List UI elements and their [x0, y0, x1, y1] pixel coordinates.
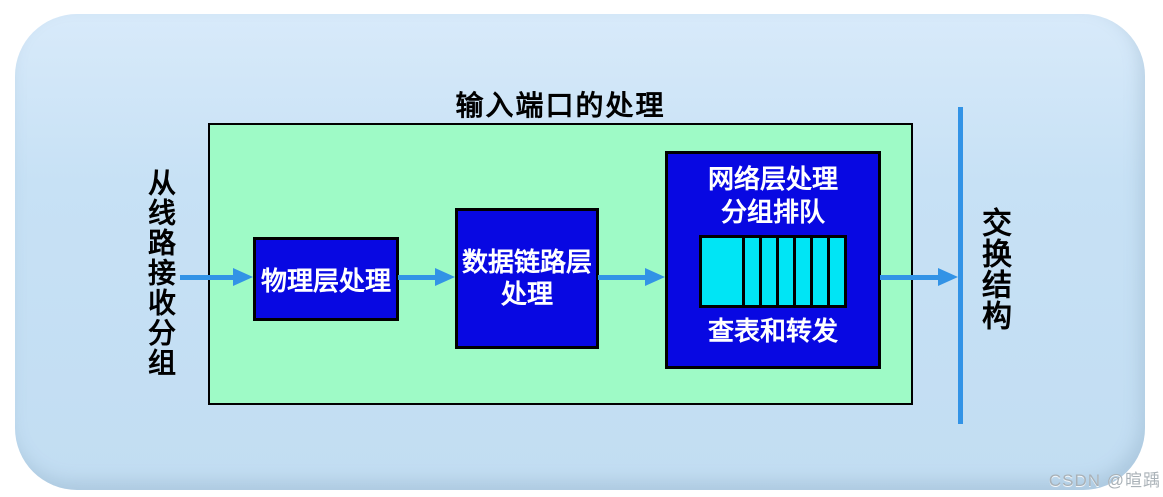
arrow-shaft — [598, 275, 652, 280]
arrow-line-to-physical — [180, 268, 253, 286]
box-datalink-line2: 处理 — [500, 278, 553, 309]
box-physical-label: 物理层处理 — [260, 265, 391, 296]
arrow-shaft — [880, 275, 945, 280]
queue-cell — [796, 238, 810, 305]
arrow-head-icon — [645, 268, 665, 286]
box-network-footer: 查表和转发 — [707, 316, 838, 346]
box-datalink-line1: 数据链路层 — [461, 247, 592, 278]
diagram-title: 输入端口的处理 — [455, 90, 666, 121]
arrow-shaft — [180, 275, 240, 280]
queue-cell — [762, 238, 776, 305]
queue-cell — [813, 238, 827, 305]
switch-fabric-line — [958, 107, 963, 424]
arrow-head-icon — [435, 268, 455, 286]
queue-cell — [830, 238, 844, 305]
arrow-head-icon — [938, 268, 958, 286]
queue-cell — [745, 238, 759, 305]
packet-queue — [699, 235, 847, 308]
label-from-line: 从线路接收分组 — [145, 168, 176, 378]
arrow-head-icon — [233, 268, 253, 286]
box-network-line2: 分组排队 — [720, 196, 825, 227]
arrow-datalink-to-network — [598, 268, 665, 286]
box-network-layer: 网络层处理 分组排队 查表和转发 — [665, 151, 881, 369]
box-network-line1: 网络层处理 — [707, 164, 838, 194]
watermark: CSDN @暄踽 — [1048, 471, 1161, 490]
box-datalink-layer: 数据链路层 处理 — [455, 208, 599, 349]
label-switch-fabric: 交换结构 — [977, 207, 1010, 331]
arrow-shaft — [398, 275, 442, 280]
box-physical-layer: 物理层处理 — [253, 237, 399, 321]
queue-cell — [779, 238, 793, 305]
queue-cell-wide — [702, 238, 742, 305]
arrow-physical-to-datalink — [398, 268, 455, 286]
arrow-network-to-fabric — [880, 268, 958, 286]
